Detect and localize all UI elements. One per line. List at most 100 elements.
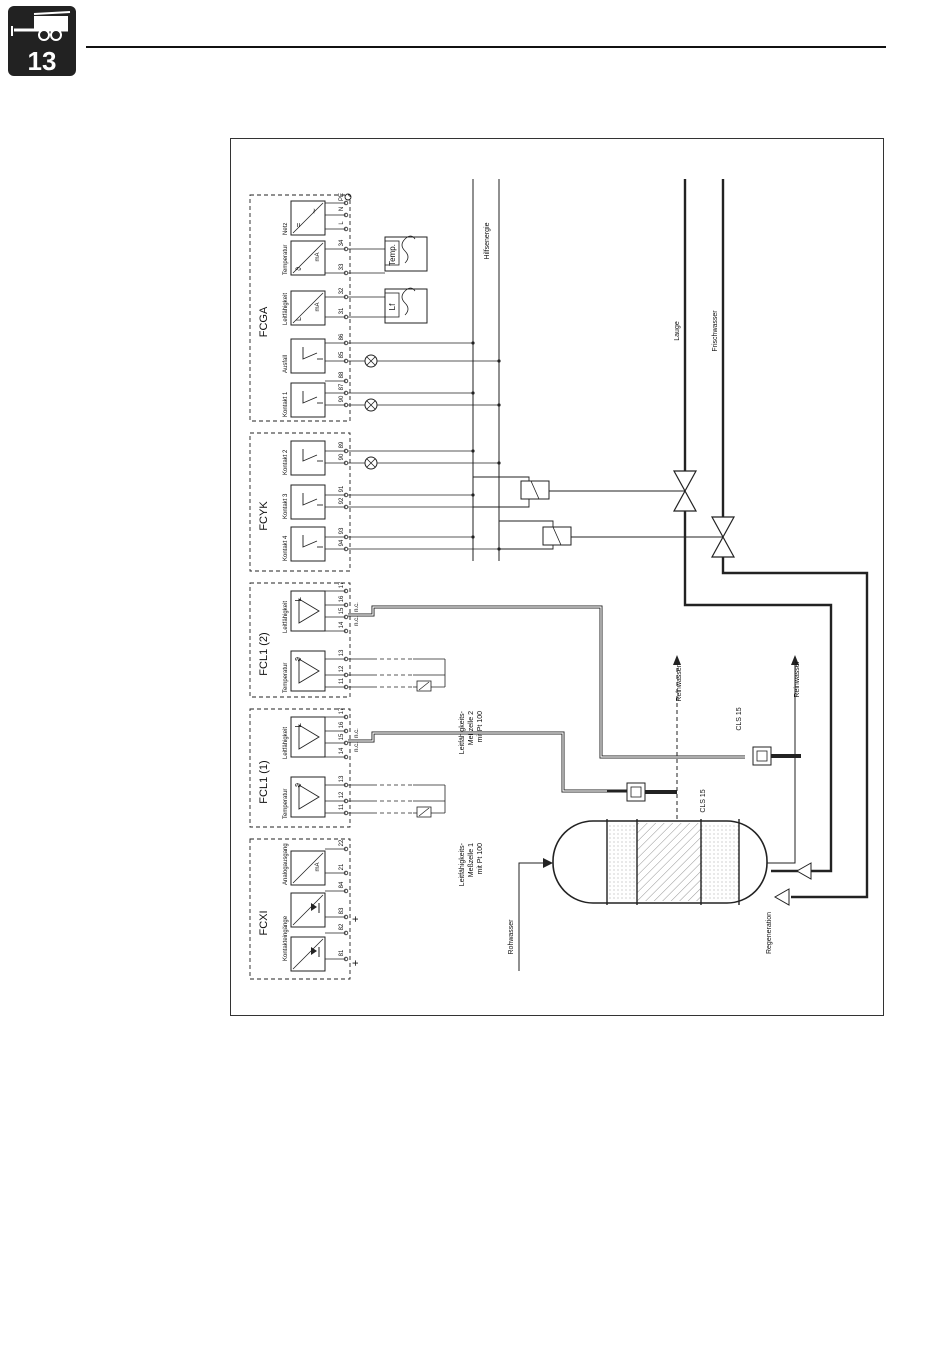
lamp-cross	[366, 356, 376, 366]
terminal-number: 93	[339, 527, 345, 534]
terminal-number: 92	[339, 497, 345, 504]
junction-dot	[497, 461, 501, 465]
cls15-probe-1-core	[630, 786, 642, 798]
recorder-trace	[401, 235, 416, 264]
terminal-number: 87	[339, 383, 345, 390]
resin-layer	[607, 823, 637, 901]
ac-symbol: ~	[309, 208, 319, 213]
earth-symbol	[344, 193, 352, 201]
terminal-number: 82	[339, 923, 345, 930]
probe-label: CLS 15	[700, 789, 707, 812]
terminal-number: 91	[339, 485, 345, 492]
channel-label: Netz	[283, 223, 289, 235]
channel-label: Leitfähigkeit	[283, 293, 289, 325]
channel-label: Ausfall	[283, 355, 289, 373]
channel-label: Kontakt 4	[283, 535, 289, 561]
unit-label: mA	[315, 863, 321, 872]
terminal-number: 22	[339, 839, 345, 846]
module-box-FCL1_2	[249, 582, 351, 698]
coil-mark	[552, 526, 562, 546]
terminal-number: 31	[339, 307, 345, 314]
resistor-mark	[418, 807, 430, 817]
inlet-arrow	[795, 862, 812, 880]
reinwasser-label-2: Reinwasser	[794, 660, 801, 697]
chapter-number: 13	[27, 46, 57, 76]
chapter-badge: 13	[8, 6, 76, 76]
fcga-channel-box	[290, 338, 326, 374]
sensor-label: mit Pt 100	[477, 711, 484, 743]
converter-diagonal	[292, 202, 324, 234]
terminal-number: 90	[339, 453, 345, 460]
terminal-number: 15	[339, 607, 345, 614]
regeneration-pipe-1	[683, 511, 833, 873]
terminal-number: 11	[339, 677, 345, 684]
terminal-number: 16	[339, 721, 345, 728]
terminal-number: 14	[339, 621, 345, 628]
module-label-FCL1_1: FCL1 (1)	[258, 760, 270, 803]
nc-label: n.c.	[354, 728, 360, 738]
recorder-window	[384, 292, 400, 318]
terminal-number: 88	[339, 371, 345, 378]
terminal-number: 17	[339, 581, 345, 588]
relay-contact	[302, 347, 318, 360]
module-box-FCGA	[249, 194, 351, 422]
module-box-FCXI	[249, 838, 351, 980]
terminal-number: 33	[339, 263, 345, 270]
relay-box	[290, 526, 326, 562]
terminal-number: 84	[339, 881, 345, 888]
module-box-FCL1_1	[249, 708, 351, 828]
channel-label: Kontakteingänge	[283, 915, 289, 961]
outlet-arrow	[791, 655, 799, 665]
recorder-label: Temp.	[388, 244, 397, 266]
terminal-number: 15	[339, 733, 345, 740]
terminal-number: 81	[339, 949, 345, 956]
diode-symbol	[311, 947, 317, 955]
terminal-number: 16	[339, 595, 345, 602]
relay-box	[290, 440, 326, 476]
terminal-number: 34	[339, 239, 345, 246]
channel-label: Kontakt 2	[283, 449, 289, 475]
terminal-number: L	[339, 221, 345, 225]
lamp-cross	[366, 400, 376, 410]
junction-dot	[497, 359, 501, 363]
terminal-number: 13	[339, 649, 345, 656]
regeneration-pipe-2	[721, 557, 869, 899]
rohwasser-pipe	[518, 862, 549, 971]
sensor-label: Meßzelle 2	[468, 711, 475, 745]
relay-contact	[302, 535, 318, 548]
cls15-probe-1	[626, 782, 646, 802]
channel-label: Temperatur	[283, 789, 289, 819]
lauge-valve	[672, 470, 698, 512]
nc-label: n.c.	[354, 742, 360, 752]
channel-label: Temperatur	[283, 245, 289, 275]
frischwasser-label: Frischwasser	[712, 310, 719, 352]
channel-label: Kontakt 3	[283, 493, 289, 519]
lauge-label: Lauge	[674, 321, 681, 341]
cls15-probe-2-core	[756, 750, 768, 762]
junction-dot	[497, 403, 501, 407]
diode-symbol	[311, 903, 317, 911]
fcl-channel-box	[290, 716, 326, 758]
polarity-plus: +	[350, 916, 362, 922]
terminal-number: 94	[339, 539, 345, 546]
channel-symbol: L	[294, 596, 303, 601]
junction-dot	[471, 535, 475, 539]
terminal-number: 32	[339, 287, 345, 294]
converter-diagonal	[292, 242, 324, 274]
polarity-plus: +	[350, 960, 362, 966]
channel-symbol: L	[294, 722, 303, 727]
reinwasser-pipe	[767, 665, 796, 864]
probe-label: CLS 15	[736, 707, 743, 730]
terminal-number: 86	[339, 333, 345, 340]
relay-contact	[302, 391, 318, 404]
lamp-cross	[366, 458, 376, 468]
recorder-window	[384, 240, 400, 266]
channel-symbol: ϑ	[294, 656, 303, 661]
module-box-FCYK	[249, 432, 351, 572]
terminal-number: 11	[339, 803, 345, 810]
module-label-FCGA: FCGA	[258, 306, 270, 337]
junction-dot	[471, 493, 475, 497]
terminal-number: 89	[339, 441, 345, 448]
